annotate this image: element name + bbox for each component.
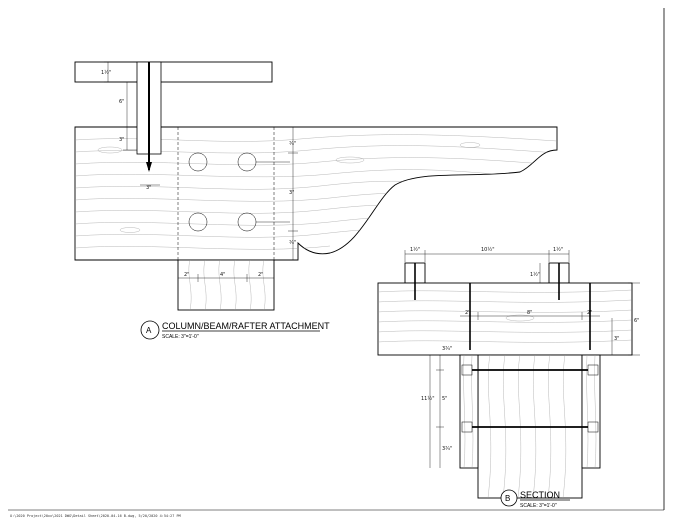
detail-a-scale: SCALE: 3"=1'-0" xyxy=(162,334,199,340)
dim-rafter-left-b: 1½" xyxy=(410,246,420,253)
detail-a-tag: A xyxy=(146,326,152,335)
dim-screw-len-a: 6" xyxy=(119,99,124,105)
dim-rafter-right-b: 1½" xyxy=(553,246,563,253)
dim-screw-sp-a: 3" xyxy=(146,185,151,191)
detail-a-label: A COLUMN/BEAM/RAFTER ATTACHMENT SCALE: 3… xyxy=(140,320,330,340)
detail-a-title: COLUMN/BEAM/RAFTER ATTACHMENT xyxy=(162,321,330,331)
dim-col-right-a: 2" xyxy=(258,272,263,278)
side-plate-left xyxy=(459,354,479,469)
detail-b: 1½" 10½" 1½" 1½" 6" 3" 2" 8" 2" 11½" 3¾"… xyxy=(377,246,640,509)
column-a xyxy=(177,259,275,311)
dim-col-left-a: 2" xyxy=(184,272,189,278)
detail-b-label: B SECTION SCALE: 3"=1'-0" xyxy=(500,489,570,509)
dims-a xyxy=(104,61,298,282)
detail-b-scale: SCALE: 3"=1'-0" xyxy=(520,503,557,509)
dim-rafter-sp-b: 10½" xyxy=(481,246,495,253)
sheet-border xyxy=(8,8,665,511)
bolt-holes-a xyxy=(188,152,290,232)
column-hidden-a xyxy=(177,127,275,260)
dim-bolt-total-b: 11½" xyxy=(421,395,435,402)
screw-tip-a xyxy=(146,162,152,172)
detail-a-bubble xyxy=(140,320,160,340)
detail-a: 1½" 6" 3" 3" ¾" 3" ¾" 2" 4" 2" A COLUMN/… xyxy=(74,61,558,340)
dim-screw-embed-b: 3" xyxy=(614,336,619,342)
column-b-grain xyxy=(487,355,566,498)
dim-col-mid-a: 4" xyxy=(220,272,225,278)
detail-b-bubble xyxy=(500,489,518,507)
dim-bolt-top-b: 3¾" xyxy=(442,346,452,352)
dim-beam-ht-b: 6" xyxy=(634,318,639,324)
dim-rafter-depth-a: 1½" xyxy=(101,69,111,76)
beam-b xyxy=(377,282,633,356)
detail-b-tag: B xyxy=(505,494,510,503)
beam-a xyxy=(74,126,558,261)
dim-col-mid-b: 8" xyxy=(527,310,532,316)
dim-bolt-bot-b: 3¾" xyxy=(442,446,452,452)
dim-beam-top-a: ¾" xyxy=(289,141,296,147)
beam-b-grain xyxy=(378,289,632,343)
footer-path: O:\2020 Project\20xx\2021 DWG\Detail She… xyxy=(10,514,181,518)
dim-col-left-b: 2" xyxy=(465,310,470,316)
dim-col-right-b: 2" xyxy=(587,310,592,316)
through-bolts-b xyxy=(461,364,599,433)
dim-beam-mid-a: 3" xyxy=(289,190,294,196)
detail-b-title: SECTION xyxy=(520,490,560,500)
dim-beam-bot-a: ¾" xyxy=(289,240,296,246)
dim-rafter-ht-b: 1½" xyxy=(530,271,540,278)
side-plate-right xyxy=(581,354,601,469)
dim-bolt-mid-b: 5" xyxy=(442,396,447,402)
dims-b xyxy=(404,250,640,468)
lag-screws-b xyxy=(414,263,591,350)
rafter-a xyxy=(74,61,273,83)
dim-embed-a: 3" xyxy=(119,137,124,143)
